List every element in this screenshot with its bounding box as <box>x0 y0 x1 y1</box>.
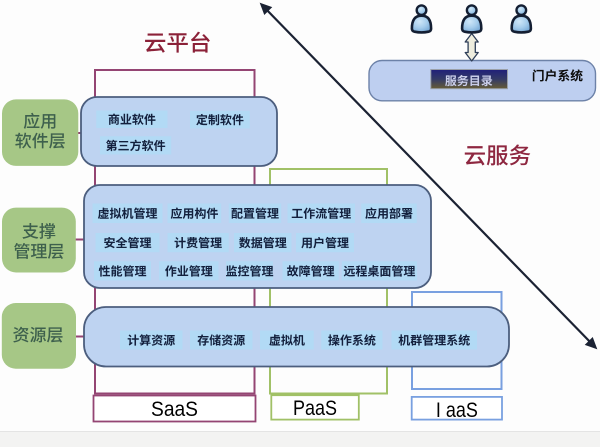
svg-text:SaaS: SaaS <box>151 398 198 421</box>
svg-text:I aaS: I aaS <box>436 398 478 422</box>
svg-text:PaaS: PaaS <box>293 397 337 420</box>
